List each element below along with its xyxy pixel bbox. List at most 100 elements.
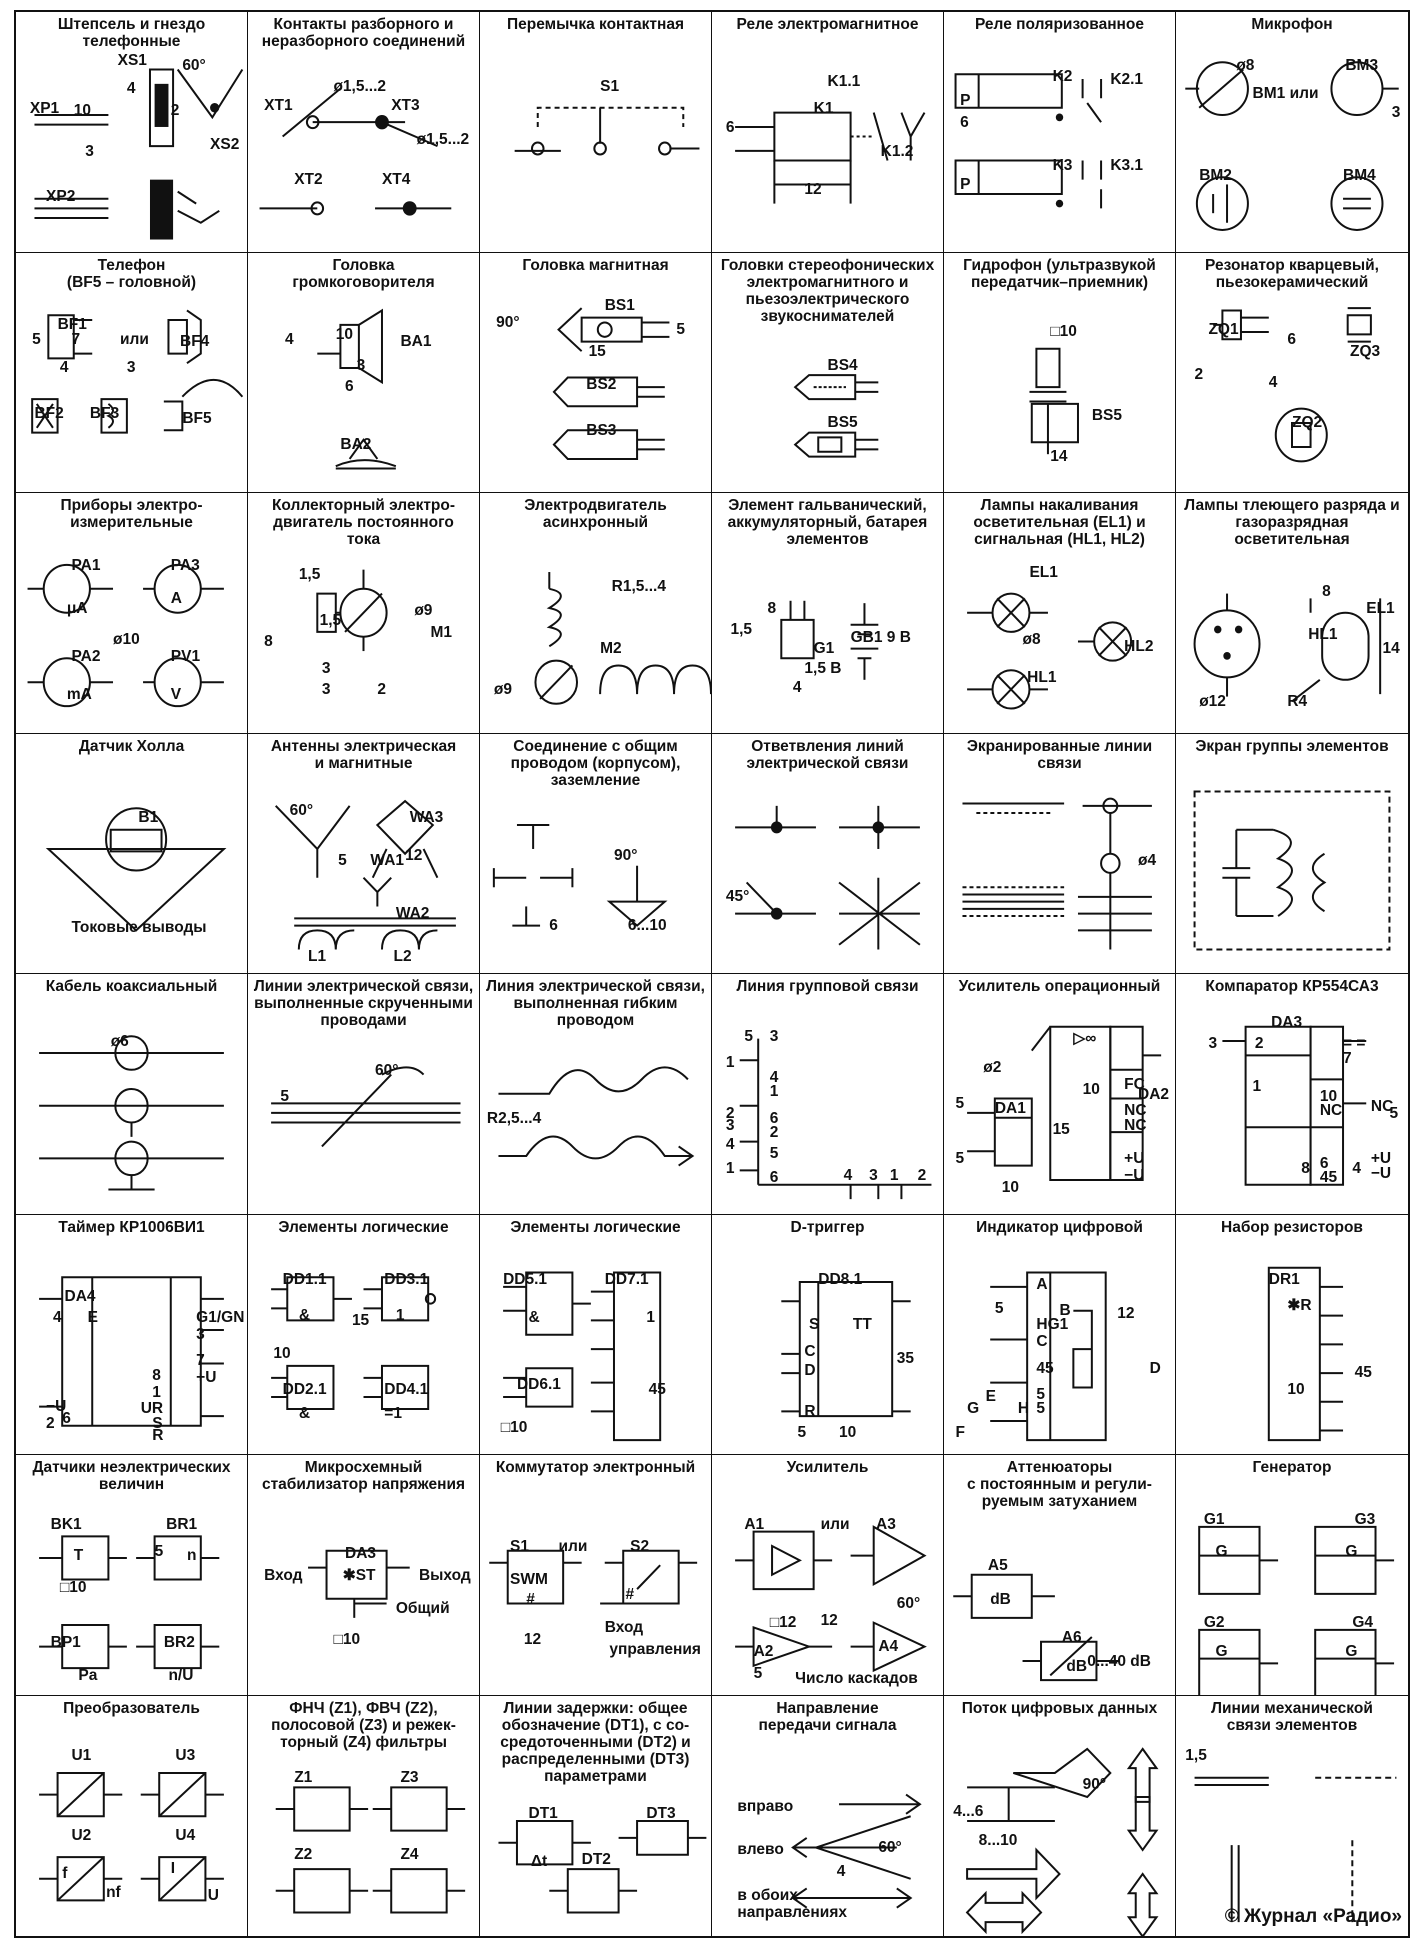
cell-title: Линия групповой связи: [736, 978, 919, 995]
symbol-label: вправо: [737, 1797, 794, 1815]
symbol-label: 1,5: [1185, 1747, 1207, 1765]
symbol-label: 2: [377, 681, 386, 699]
cell-title: Элементы логические: [278, 1218, 449, 1236]
symbol-label: 1,5: [298, 566, 321, 584]
cell-ground-connection: Соединение с общим проводом (корпусом), …: [480, 733, 712, 974]
symbol-label: U: [207, 1886, 219, 1904]
symbol-label: HL1: [1027, 669, 1057, 687]
symbol-label: V: [170, 685, 182, 703]
symbol-label: K1.1: [827, 73, 861, 91]
symbol-label: 4: [792, 678, 802, 696]
symbol-label: 7: [71, 330, 81, 348]
symbol-label: XT1: [264, 97, 293, 115]
symbol-label: 10: [1082, 1080, 1100, 1098]
symbol-label: PA3: [170, 556, 200, 574]
symbol-label: L2: [393, 948, 412, 966]
symbol-label: 8: [767, 599, 777, 617]
symbol-label: 4: [725, 1135, 735, 1153]
symbol-label: 4: [769, 1068, 779, 1086]
symbol-label: 4: [284, 330, 294, 348]
galvanic-cell-symbol: [712, 493, 943, 733]
cell-title: Антенны электрическая и магнитные: [270, 737, 457, 772]
symbol-label: BS2: [586, 376, 617, 394]
symbol-label: R4: [1287, 693, 1308, 711]
symbol-label: или: [820, 1516, 850, 1534]
symbol-label: ø1,5...2: [416, 130, 470, 148]
symbol-label: TT: [852, 1316, 872, 1334]
cell-title: Усилитель: [786, 1459, 869, 1476]
symbol-label: BF3: [89, 404, 120, 422]
symbol-label: 8...10: [978, 1831, 1018, 1849]
symbol-label: 8: [152, 1366, 161, 1384]
symbol-label: 3: [126, 359, 136, 377]
symbol-label: WA2: [395, 904, 430, 922]
symbol-label: S: [809, 1316, 820, 1334]
cell-title: Набор резисторов: [1221, 1218, 1363, 1236]
symbol-label: 5: [154, 1542, 164, 1560]
symbol-label: 15: [588, 342, 606, 360]
cell-delay-lines: Линии задержки: общее обозначение (DT1),…: [480, 1695, 712, 1936]
symbol-label: n/U: [168, 1667, 194, 1685]
symbol-label: DD8.1: [818, 1270, 863, 1288]
symbol-label: D: [804, 1361, 816, 1379]
symbol-label: NC: [1370, 1097, 1394, 1115]
cell-title: Коллекторный электро- двигатель постоянн…: [271, 497, 456, 548]
symbol-label: G2: [1203, 1614, 1225, 1632]
symbol-label: 45: [1319, 1169, 1338, 1187]
symbol-label: 8: [264, 633, 273, 651]
symbol-label: = =: [1343, 1035, 1366, 1053]
symbol-label: PV1: [170, 647, 201, 665]
symbol-label: 3: [725, 1116, 735, 1134]
symbol-label: −U: [46, 1397, 67, 1415]
symbol-label: HL1: [1308, 626, 1338, 644]
symbol-label: управления: [609, 1640, 701, 1658]
symbol-label: M1: [430, 623, 453, 641]
symbol-label: HL2: [1124, 638, 1154, 656]
symbol-label: 1: [889, 1166, 899, 1184]
hydrophone-symbol: [944, 253, 1175, 493]
cell-stereo-pickups: Головки стереофонических электромагнитно…: [712, 252, 944, 493]
symbol-label: 4: [126, 80, 136, 98]
symbol-label: 4: [1268, 373, 1278, 391]
symbol-label: BM4: [1343, 166, 1376, 184]
symbol-label: T: [73, 1547, 84, 1565]
symbol-label: BF5: [182, 409, 212, 427]
resistor-array-symbol: [1176, 1215, 1408, 1455]
symbol-label: □10: [59, 1578, 87, 1596]
symbol-label: BF2: [34, 404, 64, 422]
symbol-label: 3: [869, 1166, 878, 1184]
symbol-label: 4: [52, 1309, 62, 1327]
symbol-label: mA: [66, 685, 92, 703]
symbol-label: BR2: [163, 1633, 195, 1651]
symbol-label: BS5: [1091, 407, 1122, 425]
symbol-label: A: [170, 590, 182, 608]
symbol-label: DD4.1: [384, 1381, 429, 1399]
symbol-label: 60°: [289, 801, 314, 819]
symbol-label: Z1: [294, 1769, 313, 1787]
cell-title: Элемент гальванический, аккумуляторный, …: [727, 497, 928, 548]
symbol-label: 6: [960, 113, 969, 131]
symbol-label: BS4: [827, 356, 858, 374]
symbol-label: Общий: [395, 1600, 450, 1618]
symbol-label: P: [960, 176, 971, 194]
symbol-label: U1: [71, 1747, 92, 1765]
symbol-label: 1: [725, 1054, 735, 1072]
symbol-label: 5: [797, 1424, 807, 1442]
symbol-label: 10: [273, 1345, 291, 1363]
symbol-label: G: [1215, 1643, 1228, 1661]
microphone-symbol: [1176, 12, 1408, 252]
symbol-label: 3: [1391, 104, 1401, 122]
cell-title: Реле электромагнитное: [736, 16, 919, 33]
symbol-label: 45: [648, 1381, 666, 1399]
symbol-label: f: [62, 1865, 68, 1883]
symbol-label: 10: [839, 1424, 857, 1442]
symbol-label: UR: [140, 1400, 164, 1418]
generator-symbol: [1176, 1455, 1408, 1695]
symbol-label: 5: [1389, 1104, 1399, 1122]
